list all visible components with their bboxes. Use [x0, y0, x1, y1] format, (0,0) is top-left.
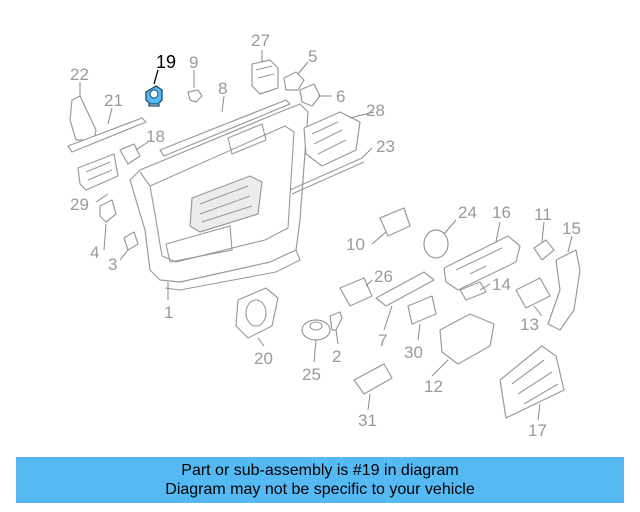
callout-5: 5: [308, 47, 317, 66]
screw-part-2: [329, 311, 343, 331]
part-26: [339, 277, 373, 307]
part-14: [459, 281, 487, 301]
callout-10: 10: [346, 235, 365, 254]
callout-8: 8: [218, 79, 227, 98]
callout-19: 19: [156, 52, 176, 72]
bracket-part-6: [299, 83, 321, 107]
callout-1: 1: [164, 303, 173, 322]
callout-29: 29: [70, 195, 89, 214]
handle-part-7: [375, 271, 435, 307]
speaker-part-20: [235, 287, 279, 339]
part-30: [407, 295, 437, 325]
callout-13: 13: [520, 315, 539, 334]
callout-28: 28: [366, 101, 385, 120]
callout-4: 4: [90, 243, 99, 262]
strip-part: [67, 117, 147, 153]
part-19-leader: [153, 69, 159, 85]
door-panel-part: [129, 103, 309, 291]
callout-18: 18: [146, 127, 165, 146]
callout-22: 22: [70, 65, 89, 84]
panel-part-17: [499, 345, 565, 419]
clip-part-3: [123, 231, 139, 251]
callout-20: 20: [254, 349, 273, 368]
rod-part-23: [289, 157, 365, 195]
callout-15: 15: [562, 219, 581, 238]
info-banner: Part or sub-assembly is #19 in diagram D…: [16, 457, 624, 503]
armrest-part-16: [443, 235, 521, 291]
belt-molding-part: [159, 99, 291, 157]
banner-line-1: Part or sub-assembly is #19 in diagram: [181, 462, 459, 479]
box-part-12: [439, 313, 495, 365]
callout-16: 16: [492, 203, 511, 222]
callout-12: 12: [424, 377, 443, 396]
callout-27: 27: [251, 31, 270, 50]
callout-6: 6: [336, 87, 345, 106]
callout-24: 24: [458, 203, 477, 222]
callout-17: 17: [528, 421, 547, 440]
callout-3: 3: [108, 255, 117, 274]
knob-part-5: [283, 71, 305, 91]
pillar-trim-part-15: [547, 249, 581, 331]
callout-9: 9: [189, 53, 198, 72]
callout-26: 26: [374, 267, 393, 286]
part-11: [533, 239, 555, 261]
callout-31: 31: [358, 411, 377, 430]
parts-diagram: 19 27 5 22 9 8 6 21 28 18 23 29 24 16 11…: [67, 31, 581, 440]
part-13: [515, 277, 551, 309]
callout-30: 30: [404, 343, 423, 362]
callout-7: 7: [378, 331, 387, 350]
tweeter-part-25: [301, 319, 331, 341]
callout-14: 14: [492, 275, 511, 294]
handle-part-4: [99, 199, 117, 223]
part-19-clip-highlighted: [145, 85, 163, 107]
part-10: [379, 207, 411, 237]
clip-part-18: [119, 143, 141, 165]
part-31: [353, 363, 393, 395]
cover-part-24: [423, 229, 449, 259]
callout-25: 25: [302, 365, 321, 384]
window-switch-part-28: [303, 111, 361, 167]
bezel-part-29: [77, 153, 119, 191]
callout-2: 2: [332, 347, 341, 366]
callout-23: 23: [376, 137, 395, 156]
leader-lines: [79, 50, 573, 421]
mirror-trim-part: [69, 95, 97, 141]
clip-part-9: [187, 89, 203, 103]
callout-11: 11: [534, 205, 552, 224]
banner-line-2: Diagram may not be specific to your vehi…: [165, 481, 475, 498]
switch-part-27: [251, 59, 279, 95]
callout-21: 21: [104, 91, 123, 110]
